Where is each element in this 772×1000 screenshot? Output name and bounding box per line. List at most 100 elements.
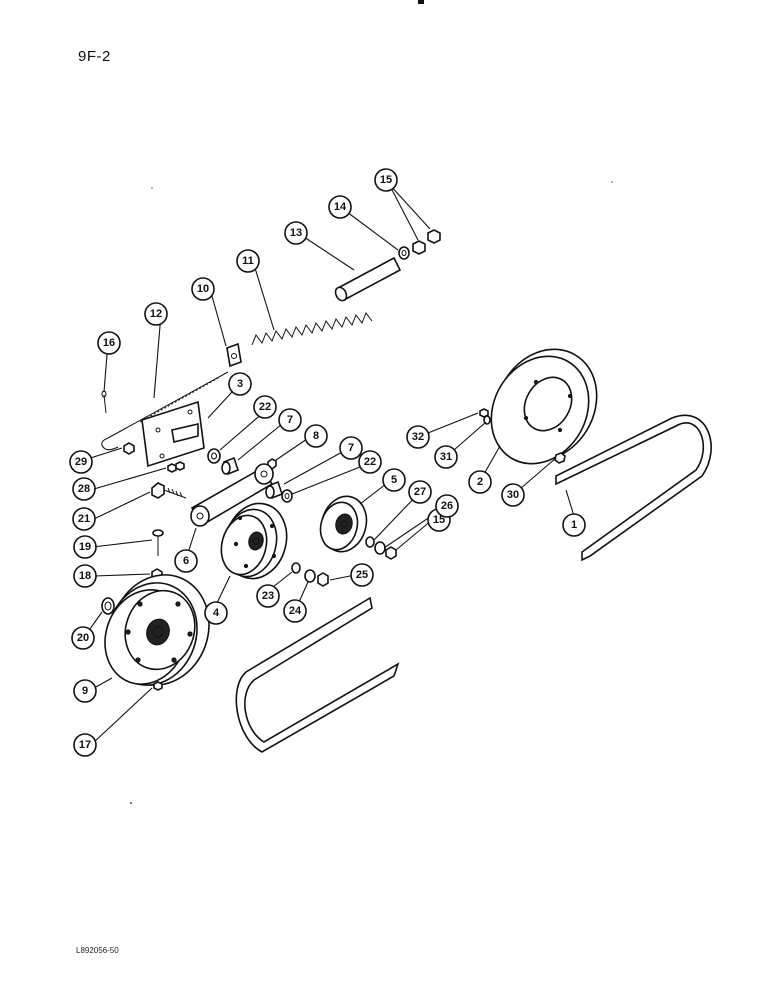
svg-text:9: 9 [82, 685, 88, 697]
callout-31: 31 [434, 445, 458, 469]
callout-28: 28 [72, 477, 96, 501]
drive-pulley-part [104, 574, 210, 686]
svg-text:29: 29 [75, 456, 87, 468]
svg-text:13: 13 [290, 227, 302, 239]
washer-part [207, 448, 221, 464]
washer-nut-set-top [398, 229, 441, 260]
callout-15: 15 [374, 168, 398, 192]
v-belt-upper-part [555, 414, 712, 562]
callout-29: 29 [69, 450, 93, 474]
svg-text:11: 11 [242, 255, 254, 267]
svg-text:18: 18 [79, 570, 91, 582]
svg-text:24: 24 [289, 605, 302, 617]
svg-text:28: 28 [78, 483, 90, 495]
spacer-washer-part [101, 597, 115, 615]
washer-nut-set-right [365, 536, 397, 560]
callout-23: 23 [256, 584, 280, 608]
callout-10: 10 [191, 277, 215, 301]
svg-text:16: 16 [103, 337, 115, 349]
callout-16: 16 [97, 331, 121, 355]
bolt-part [151, 482, 187, 499]
callout-5: 5 [382, 468, 406, 492]
callout-30: 30 [501, 483, 525, 507]
idler-pulley-part [220, 502, 288, 580]
callout-26: 26 [435, 494, 459, 518]
svg-text:4: 4 [213, 607, 220, 619]
svg-text:15: 15 [433, 514, 445, 526]
cotter-pin-part [101, 390, 107, 414]
leader-lines [83, 183, 575, 744]
sheave-nut-part [479, 408, 489, 418]
svg-text:30: 30 [507, 489, 519, 501]
spring-bracket-part [226, 342, 242, 368]
callout-27: 27 [408, 480, 432, 504]
callout-1: 1 [562, 513, 586, 537]
svg-text:23: 23 [262, 590, 274, 602]
lock-nut-part [153, 681, 163, 691]
tension-rod-part [101, 371, 229, 451]
svg-text:22: 22 [259, 401, 271, 413]
callout-32: 32 [406, 425, 430, 449]
callout-24: 24 [283, 599, 307, 623]
svg-text:20: 20 [77, 632, 89, 644]
idler-arm-part [190, 463, 274, 527]
svg-text:12: 12 [150, 308, 162, 320]
callout-14: 14 [328, 195, 352, 219]
svg-text:15: 15 [380, 174, 392, 186]
callout-6: 6 [174, 549, 198, 573]
callout-9: 9 [73, 679, 97, 703]
callout-20: 20 [71, 626, 95, 650]
callout-13: 13 [284, 221, 308, 245]
callout-19: 19 [73, 535, 97, 559]
callout-11: 11 [236, 249, 260, 273]
sheave-bolt-part [554, 452, 566, 464]
svg-text:8: 8 [313, 430, 319, 442]
callout-22: 22 [358, 450, 382, 474]
mounting-plate-part [141, 400, 205, 468]
callout-17: 17 [73, 733, 97, 757]
large-sheave-part [490, 348, 598, 465]
svg-text:7: 7 [348, 442, 354, 454]
nut-part [123, 442, 135, 455]
callout-2: 2 [468, 470, 492, 494]
svg-text:14: 14 [334, 201, 347, 213]
svg-text:2: 2 [477, 476, 483, 488]
svg-text:10: 10 [197, 283, 209, 295]
callout-7: 7 [278, 408, 302, 432]
svg-text:22: 22 [364, 456, 376, 468]
callout-7: 7 [339, 436, 363, 460]
callout-8: 8 [304, 424, 328, 448]
callout-25: 25 [350, 563, 374, 587]
svg-text:1: 1 [571, 519, 577, 531]
svg-text:31: 31 [440, 451, 452, 463]
svg-text:25: 25 [356, 569, 368, 581]
svg-text:21: 21 [78, 513, 90, 525]
svg-text:32: 32 [412, 431, 424, 443]
drawing-reference-code: L892056-50 [76, 946, 119, 955]
callout-3: 3 [228, 372, 252, 396]
svg-text:7: 7 [287, 414, 293, 426]
svg-text:5: 5 [391, 474, 397, 486]
small-pulley-part [319, 495, 368, 553]
scan-specks [130, 0, 613, 804]
svg-text:27: 27 [414, 486, 426, 498]
washer-part [281, 489, 293, 503]
callout-18: 18 [73, 564, 97, 588]
small-nut-part [167, 461, 185, 473]
callout-4: 4 [204, 601, 228, 625]
carriage-bolt-part [152, 529, 164, 556]
svg-text:17: 17 [79, 739, 91, 751]
washer-nut-set-lower [291, 562, 329, 587]
bushing-part [221, 456, 239, 476]
spring-part [251, 311, 373, 346]
svg-text:6: 6 [183, 555, 189, 567]
page-section-label: 9F-2 [78, 48, 111, 65]
callout-22: 22 [253, 395, 277, 419]
svg-text:26: 26 [441, 500, 453, 512]
callout-21: 21 [72, 507, 96, 531]
svg-text:19: 19 [79, 541, 91, 553]
tube-part [334, 256, 402, 302]
svg-text:3: 3 [237, 378, 243, 390]
callout-12: 12 [144, 302, 168, 326]
